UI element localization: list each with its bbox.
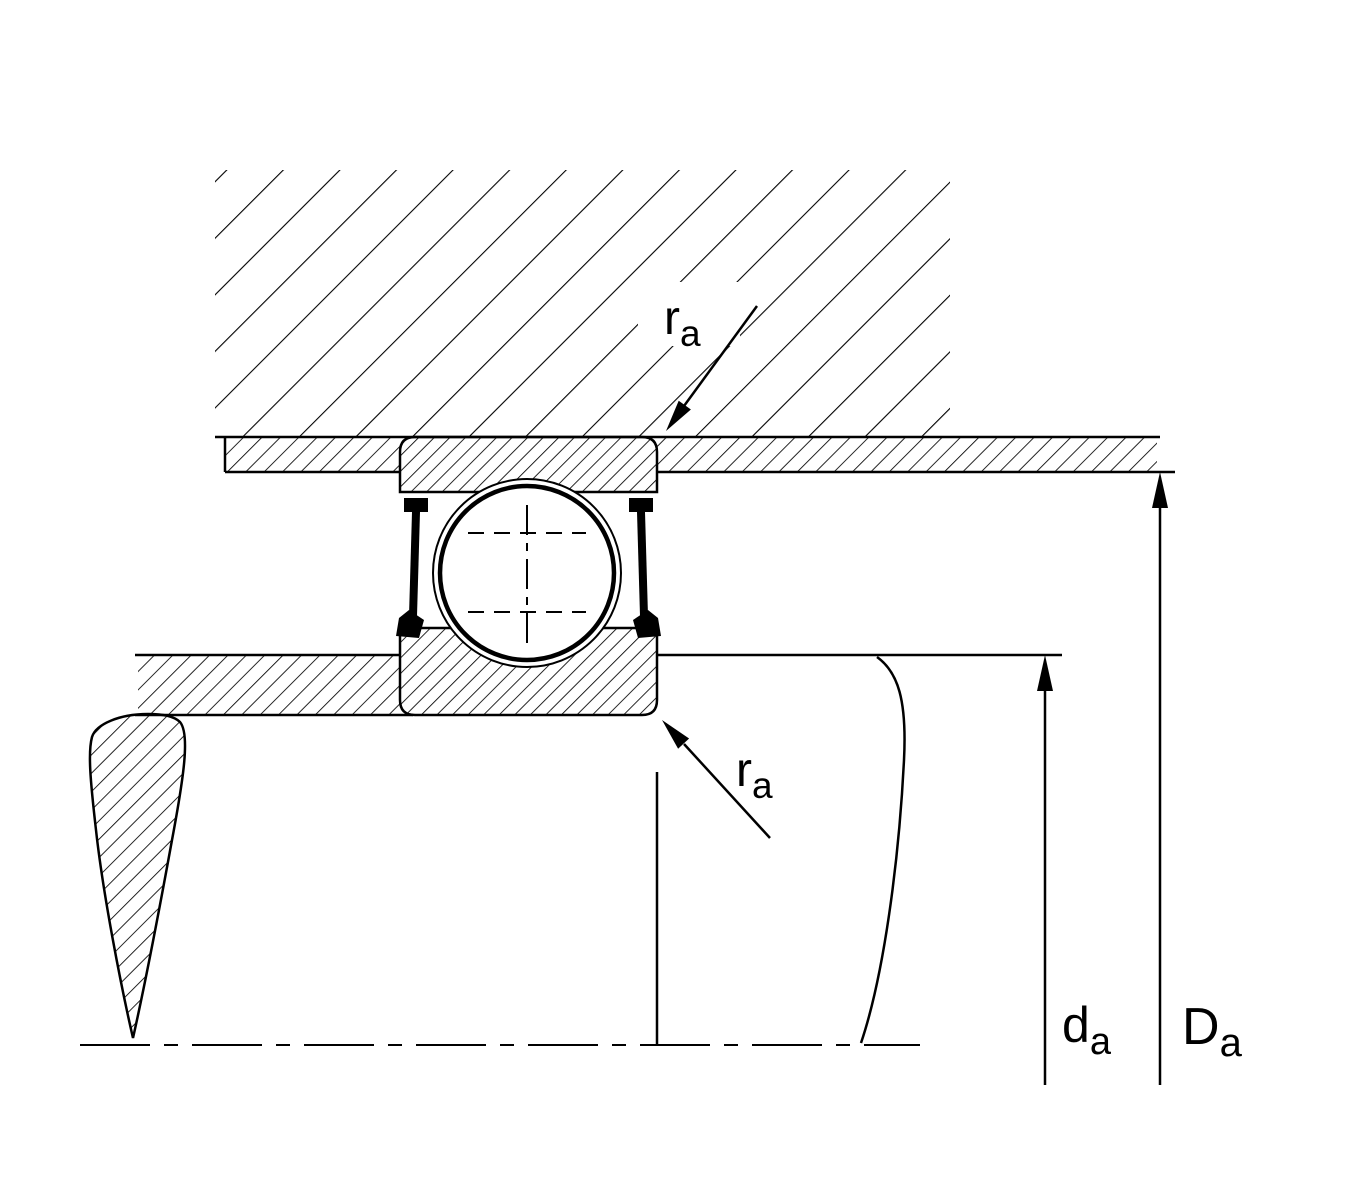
seal-left-lip [396, 610, 424, 638]
arrowhead-ra-top [666, 400, 691, 431]
seal-left-stem [409, 512, 420, 616]
housing [215, 170, 1175, 474]
seal-left-anchor [404, 498, 428, 512]
seal-right-lip [633, 610, 661, 638]
arrowhead-da [1037, 655, 1053, 691]
leader-line-ra-bottom [683, 743, 771, 839]
housing-seat-right [657, 437, 1157, 472]
outer-ring [398, 435, 659, 494]
seal-right [629, 498, 661, 638]
ra-top-label-halo [638, 282, 740, 346]
label-ra-bottom: ra [736, 744, 773, 806]
label-da: da [1062, 997, 1112, 1063]
housing-shoulder-left [225, 437, 400, 472]
housing-hatch-block [215, 170, 950, 437]
dimensions: ra ra da Da [638, 282, 1243, 1085]
label-ra-top: ra [664, 292, 701, 354]
shaft-profile-curve [859, 655, 906, 1044]
shaft [80, 653, 920, 1046]
arrowhead-Da [1152, 472, 1168, 508]
seal-right-anchor [629, 498, 653, 512]
seal-right-stem [637, 512, 648, 616]
seal-left [396, 498, 428, 638]
shaft-shoulder-hatch [138, 655, 400, 715]
shaft-fillet-teardrop [88, 712, 187, 1039]
bearing [396, 435, 661, 717]
label-Da: Da [1182, 998, 1243, 1065]
leader-line-ra-top [682, 305, 759, 407]
inner-ring [398, 626, 659, 717]
arrowhead-ra-bottom [662, 720, 690, 749]
